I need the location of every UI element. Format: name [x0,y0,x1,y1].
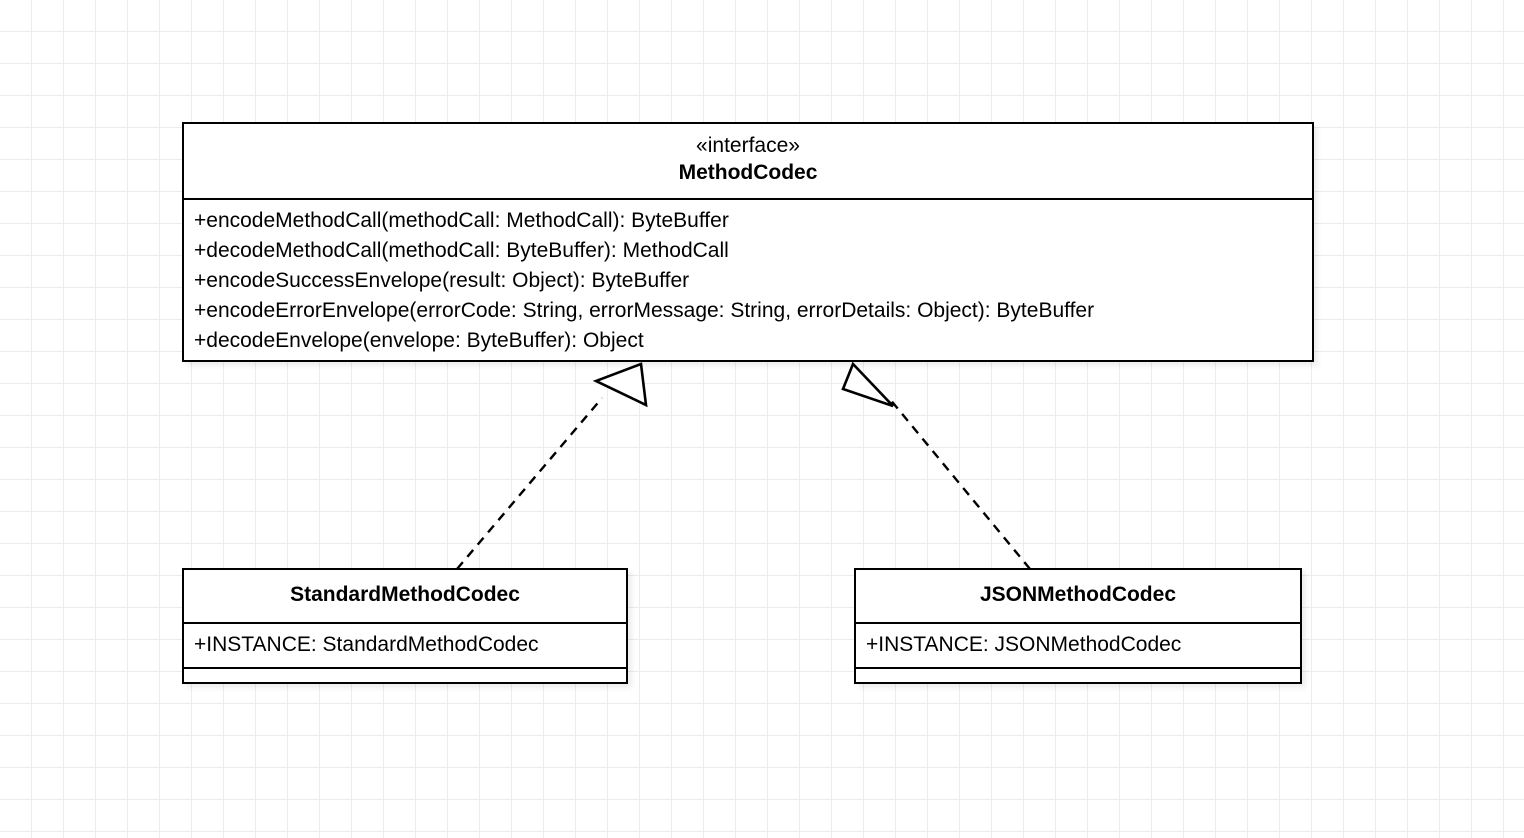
method-item: +encodeErrorEnvelope(errorCode: String, … [194,299,1095,322]
realization-standardmethodcodec [456,362,648,570]
class-name-label: MethodCodec [678,161,818,184]
class-methods-methodcodec: +encodeMethodCall(methodCall: MethodCall… [184,198,1312,363]
class-attributes-standardmethodcodec: +INSTANCE: StandardMethodCodec [184,622,626,667]
realization-line-left [456,397,603,570]
class-attributes-jsonmethodcodec: +INSTANCE: JSONMethodCodec [856,622,1300,667]
class-box-jsonmethodcodec[interactable]: JSONMethodCodec +INSTANCE: JSONMethodCod… [854,568,1302,684]
class-box-standardmethodcodec[interactable]: StandardMethodCodec +INSTANCE: StandardM… [182,568,628,684]
class-methods-jsonmethodcodec [856,667,1300,685]
class-header-methodcodec: «interface» MethodCodec [184,124,1312,198]
realization-line-right [888,397,1031,570]
attribute-item: +INSTANCE: StandardMethodCodec [194,633,539,656]
method-item: +decodeEnvelope(envelope: ByteBuffer): O… [194,329,644,352]
hollow-triangle-arrowhead-right [841,361,894,408]
class-box-methodcodec[interactable]: «interface» MethodCodec +encodeMethodCal… [182,122,1314,362]
class-methods-standardmethodcodec [184,667,626,685]
class-header-standardmethodcodec: StandardMethodCodec [184,570,626,622]
attribute-item: +INSTANCE: JSONMethodCodec [866,633,1182,656]
method-item: +encodeMethodCall(methodCall: MethodCall… [194,209,729,232]
class-name-label: StandardMethodCodec [290,583,520,606]
hollow-triangle-arrowhead-left [592,362,648,408]
realization-jsonmethodcodec [841,361,1031,570]
class-name-label: JSONMethodCodec [979,583,1176,606]
method-item: +decodeMethodCall(methodCall: ByteBuffer… [194,239,729,262]
stereotype-label: «interface» [696,134,800,157]
class-header-jsonmethodcodec: JSONMethodCodec [856,570,1300,622]
method-item: +encodeSuccessEnvelope(result: Object): … [194,269,690,292]
